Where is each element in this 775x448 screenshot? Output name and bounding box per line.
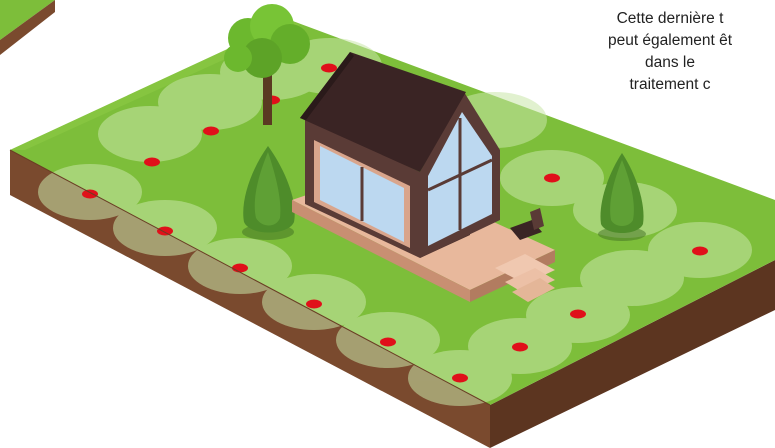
- house-icon: [292, 52, 555, 302]
- sprinkler-dot-icon: [544, 173, 560, 183]
- sprinkler-dot-icon: [692, 246, 708, 256]
- caption-line: dans le: [645, 54, 695, 71]
- sprinkler-dot-icon: [306, 299, 322, 309]
- sprinkler-dots: [82, 63, 708, 383]
- caption-text: Cette dernière t peut également êt dans …: [520, 8, 775, 96]
- neighbor-plot-fragment: [0, 0, 55, 55]
- sprinkler-dot-icon: [380, 337, 396, 347]
- sprinkler-dot-icon: [570, 309, 586, 319]
- caption-line: peut également êt: [607, 32, 733, 49]
- sprinkler-dot-icon: [452, 373, 468, 383]
- sprinkler-dot-icon: [203, 126, 219, 136]
- sprinkler-dot-icon: [144, 157, 160, 167]
- sprinkler-dot-icon: [232, 263, 248, 273]
- sprinkler-dot-icon: [82, 189, 98, 199]
- sprinkler-dot-icon: [157, 226, 173, 236]
- caption-line: traitement c: [629, 76, 711, 93]
- tree-icon: [224, 4, 310, 125]
- caption-line: Cette dernière t: [616, 10, 724, 27]
- sprinkler-dot-icon: [321, 63, 337, 73]
- bush-icon: [598, 153, 646, 241]
- sprinkler-dot-icon: [512, 342, 528, 352]
- deck-chair-icon: [510, 208, 544, 240]
- bush-icon: [242, 146, 295, 240]
